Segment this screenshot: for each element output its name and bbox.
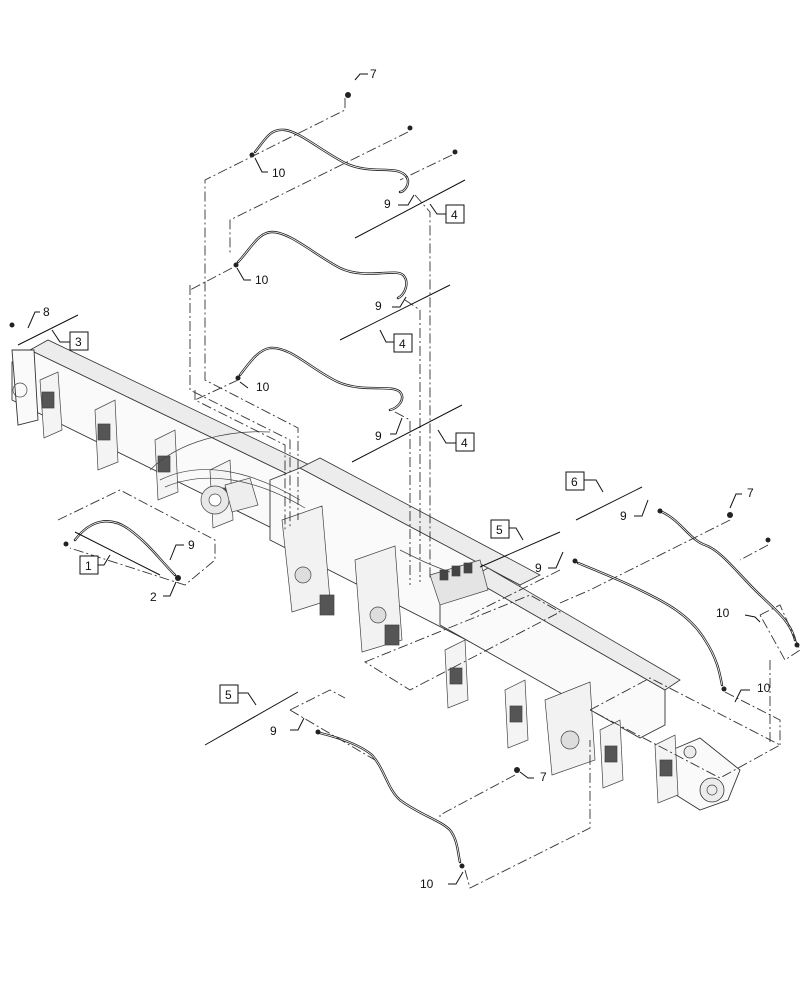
callouts: 7 10 9 4 10 9 4 8 3 10 bbox=[9, 67, 771, 891]
callout-5-a: 5 bbox=[496, 523, 503, 537]
callout-4-c: 4 bbox=[461, 436, 468, 450]
callout-9-g: 9 bbox=[270, 724, 277, 738]
callout-9-e: 9 bbox=[620, 509, 627, 523]
callout-5-b: 5 bbox=[225, 688, 232, 702]
callout-10-d: 10 bbox=[716, 606, 730, 620]
callout-9-b: 9 bbox=[375, 299, 382, 313]
callout-10-e: 10 bbox=[757, 681, 771, 695]
routing-lines-upper bbox=[189, 98, 453, 585]
hose-assembly-lower bbox=[235, 346, 404, 412]
hose-assembly-left bbox=[57, 489, 216, 586]
callout-8: 8 bbox=[43, 305, 50, 319]
callout-7-bottom: 7 bbox=[540, 770, 547, 784]
toolbar-frame bbox=[11, 339, 781, 811]
callout-9-c: 9 bbox=[375, 429, 382, 443]
callout-10-a: 10 bbox=[272, 166, 286, 180]
hose-assembly-bottom bbox=[289, 689, 591, 889]
callout-3: 3 bbox=[75, 335, 82, 349]
callout-6: 6 bbox=[571, 475, 578, 489]
callout-1: 1 bbox=[85, 559, 92, 573]
hose-assembly-top bbox=[249, 92, 458, 194]
hose-assembly-right-lower bbox=[469, 558, 781, 745]
hose-assembly-middle bbox=[233, 230, 408, 300]
callout-7-right: 7 bbox=[747, 486, 754, 500]
callout-2: 2 bbox=[150, 590, 157, 604]
callout-10-b: 10 bbox=[255, 273, 269, 287]
callout-4-a: 4 bbox=[451, 208, 458, 222]
callout-10-c: 10 bbox=[256, 380, 270, 394]
callout-9-f: 9 bbox=[535, 561, 542, 575]
callout-4-b: 4 bbox=[399, 337, 406, 351]
hose-assembly-right-upper bbox=[559, 508, 801, 661]
callout-7-top: 7 bbox=[370, 67, 377, 81]
callout-9-d: 9 bbox=[188, 538, 195, 552]
callout-9-a: 9 bbox=[384, 197, 391, 211]
callout-10-f: 10 bbox=[420, 877, 434, 891]
